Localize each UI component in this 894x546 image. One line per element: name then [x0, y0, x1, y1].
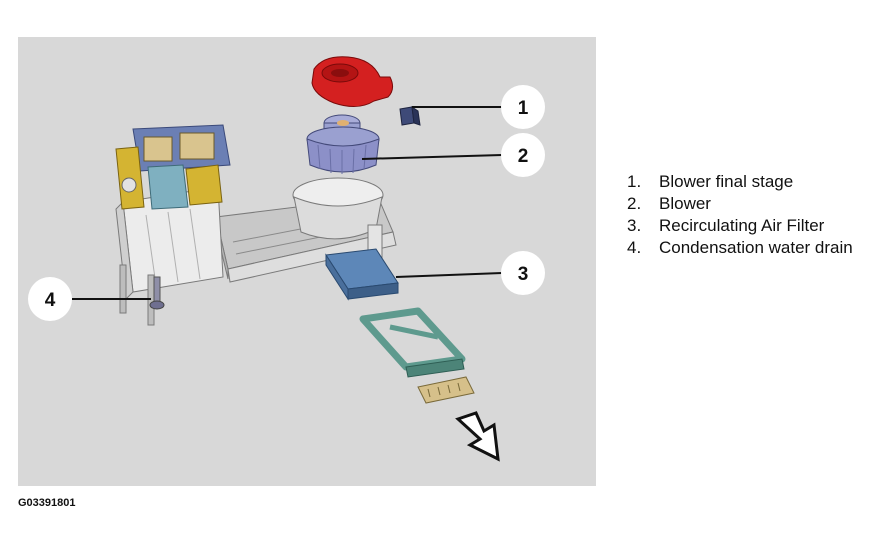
legend-item: 1. Blower final stage	[627, 171, 853, 193]
legend: 1. Blower final stage 2. Blower 3. Recircul…	[627, 171, 853, 259]
legend-label: Blower	[659, 194, 711, 213]
blower-motor	[306, 114, 380, 174]
svg-text:3: 3	[518, 264, 529, 285]
callout-3: 3	[501, 251, 545, 295]
hvac-exploded-diagram: 1 2 3 4	[18, 37, 596, 486]
figure-code: G03391801	[18, 497, 76, 509]
legend-number: 1.	[627, 172, 642, 191]
callout-2: 2	[501, 133, 545, 177]
blower-final-stage	[311, 56, 394, 107]
leader-line-2	[361, 154, 503, 160]
recirculating-air-filter	[325, 248, 399, 301]
hvac-housing	[115, 177, 397, 326]
leader-line-3	[395, 272, 503, 278]
filter-cover	[417, 376, 475, 404]
removal-direction-arrow	[455, 411, 500, 462]
callout-1: 1	[501, 85, 545, 129]
legend-label: Recirculating Air Filter	[659, 216, 825, 235]
svg-text:1: 1	[518, 98, 529, 119]
legend-number: 2.	[627, 194, 642, 213]
legend-label: Condensation water drain	[659, 238, 853, 257]
legend-item: 3. Recirculating Air Filter	[627, 215, 853, 237]
filter-frame	[359, 307, 466, 378]
legend-number: 3.	[627, 216, 642, 235]
callout-4: 4	[28, 277, 72, 321]
flap-assembly	[115, 124, 231, 210]
svg-text:4: 4	[45, 290, 56, 311]
svg-text:2: 2	[518, 146, 529, 167]
legend-label: Blower final stage	[659, 172, 794, 191]
final-stage-module	[399, 105, 421, 126]
legend-item: 4. Condensation water drain	[627, 237, 853, 259]
legend-item: 2. Blower	[627, 193, 853, 215]
condensation-water-drain	[149, 276, 165, 310]
legend-number: 4.	[627, 238, 642, 257]
